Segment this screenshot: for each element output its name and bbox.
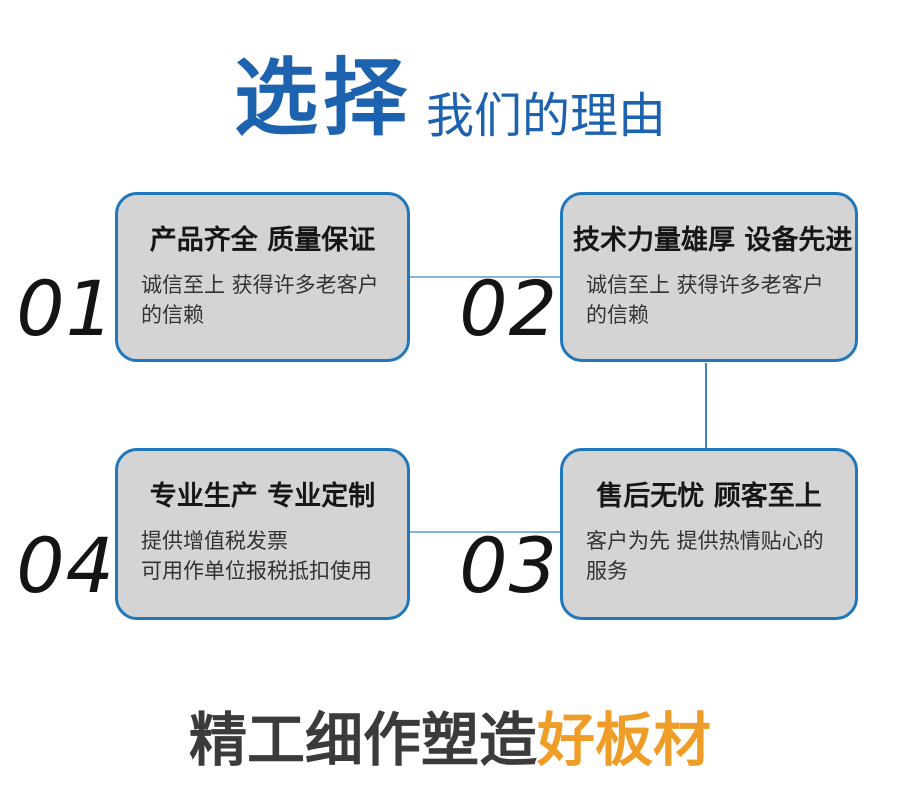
section-heading: 选择 我们的理由: [0, 52, 900, 144]
reason-title-04: 专业生产 专业定制: [149, 481, 376, 512]
reason-desc-03: 客户为先 提供热情贴心的 服务: [586, 529, 824, 583]
reason-card-02: 技术力量雄厚 设备先进 诚信至上 获得许多老客户 的信赖: [560, 192, 858, 362]
reason-card-01: 产品齐全 质量保证 诚信至上 获得许多老客户 的信赖: [115, 192, 410, 362]
reason-desc-02: 诚信至上 获得许多老客户 的信赖: [586, 273, 824, 327]
connector-line-02-03: [705, 363, 707, 449]
reason-card-03: 售后无忧 顾客至上 客户为先 提供热情贴心的 服务: [560, 448, 858, 620]
connector-line-04-03: [410, 531, 560, 533]
tagline-highlight: 好板材: [537, 706, 712, 774]
heading-main: 选择: [233, 49, 412, 147]
tagline: 精工细作塑造好板材: [0, 703, 900, 792]
reason-card-04: 专业生产 专业定制 提供增值税发票 可用作单位报税抵扣使用: [115, 448, 410, 620]
tagline-prefix: 精工细作塑造: [188, 706, 537, 774]
reason-desc-04: 提供增值税发票 可用作单位报税抵扣使用: [141, 529, 372, 583]
reason-desc-01: 诚信至上 获得许多老客户 的信赖: [141, 273, 379, 327]
reason-title-01: 产品齐全 质量保证: [149, 225, 376, 256]
reason-number-01: 01: [16, 264, 115, 353]
reason-title-02: 技术力量雄厚 设备先进: [573, 225, 853, 256]
reason-number-04: 04: [16, 521, 115, 610]
connector-line-01-02: [410, 276, 560, 278]
reason-number-03: 03: [459, 521, 558, 610]
heading-sub: 我们的理由: [426, 88, 667, 144]
reason-number-02: 02: [459, 264, 558, 353]
reason-title-03: 售后无忧 顾客至上: [596, 481, 822, 512]
